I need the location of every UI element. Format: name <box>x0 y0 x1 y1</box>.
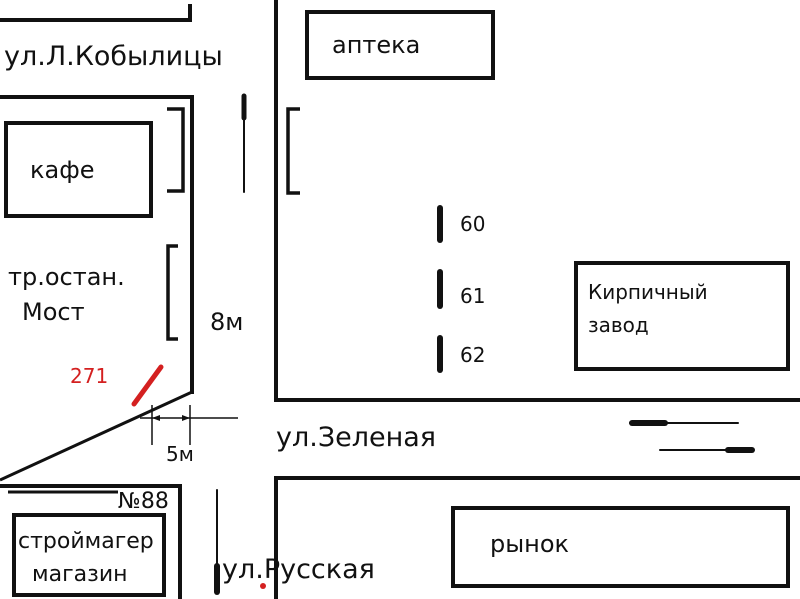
building-label-apteka: аптека <box>332 31 421 59</box>
block-bottom-right-outline <box>274 476 800 599</box>
building-label-kafe: кафе <box>30 156 95 184</box>
building-apteka <box>305 10 495 80</box>
accident-mark <box>131 364 164 407</box>
building-label-zavod-line1: Кирпичный <box>588 280 708 304</box>
building-magazin <box>12 513 166 597</box>
block-bottom-left-outline <box>0 484 182 599</box>
building-label-zavod-line2: завод <box>588 313 649 337</box>
street-label-zelenaya: ул.Зеленая <box>276 422 437 453</box>
diagonal-boundary-line <box>0 390 193 482</box>
marker-label-60: 60 <box>460 212 486 236</box>
accident-point <box>260 583 266 589</box>
block-left-outline <box>0 95 194 394</box>
building-rynok <box>451 506 790 588</box>
building-label-rynok: рынок <box>490 530 570 558</box>
building-kafe <box>4 121 153 218</box>
dim-5m-right-arrow <box>182 415 190 421</box>
dim-5m-left-arrow <box>152 415 160 421</box>
marker-label-61: 61 <box>460 284 486 308</box>
bracket-tram-stop <box>166 244 178 341</box>
dimension-label-8m: 8м <box>210 308 244 336</box>
tram-stop-label-line1: тр.остан. <box>8 263 125 291</box>
marker-label-62: 62 <box>460 343 486 367</box>
tram-stop-label-line2: Мост <box>22 298 85 326</box>
building-label-magazin-line2: магазин <box>32 562 128 587</box>
house-number-label: №88 <box>118 489 169 514</box>
street-label-russkaya: ул.Русская <box>222 554 375 585</box>
building-zavod <box>574 261 790 371</box>
street-label-kobylitsy: ул.Л.Кобылицы <box>4 41 223 72</box>
bracket-kafe-right <box>167 107 185 193</box>
block-top-right-outline <box>274 0 800 402</box>
building-label-magazin-line1: строймагер <box>18 529 154 554</box>
dimension-label-5m: 5м <box>166 442 194 466</box>
bracket-top-right-block <box>286 107 300 195</box>
accident-label-271: 271 <box>70 364 109 388</box>
